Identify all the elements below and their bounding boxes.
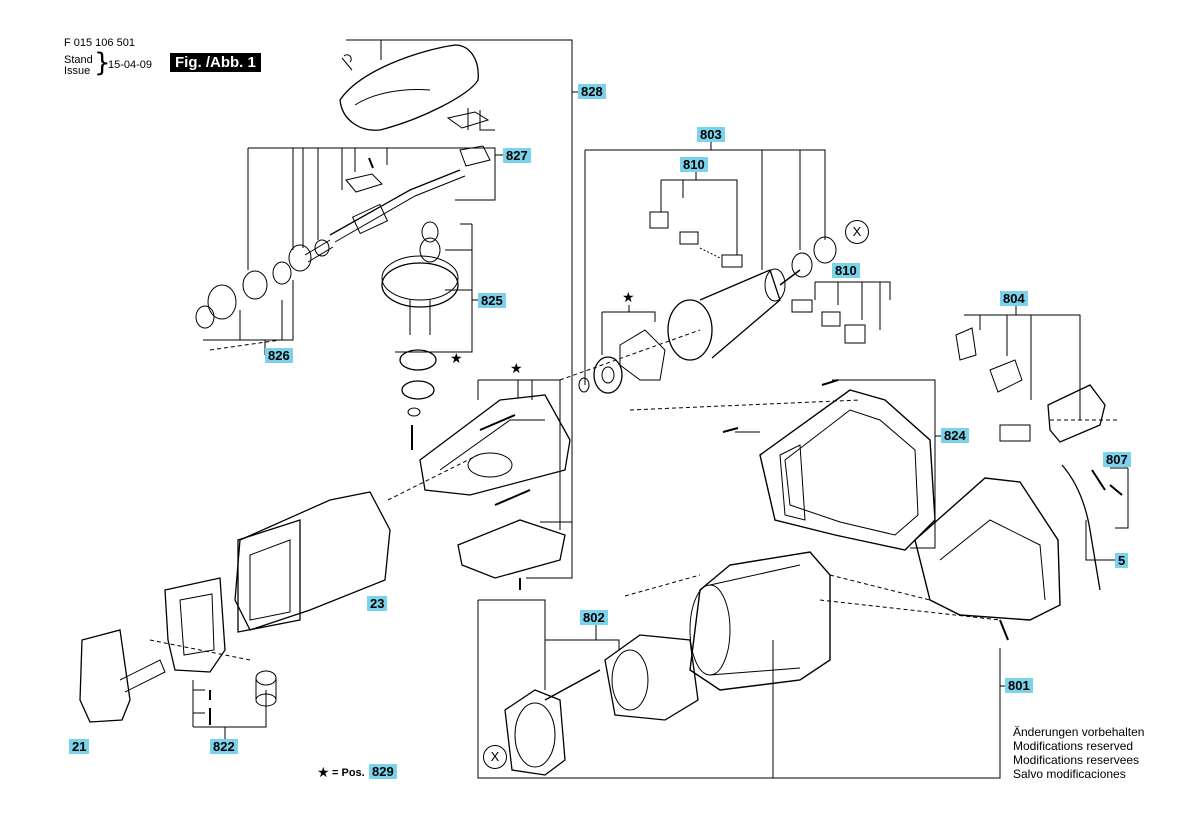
callout-810-upper: 810 (680, 157, 708, 172)
callout-5: 5 (1115, 553, 1129, 568)
legend-text: = Pos. (332, 767, 365, 779)
callout-23: 23 (367, 596, 388, 611)
issue-date: 15-04-09 (108, 59, 153, 71)
callout-825: 825 (478, 293, 506, 308)
callout-828: 828 (578, 84, 606, 99)
callout-21: 21 (69, 739, 90, 754)
callout-803: 803 (697, 127, 725, 142)
star-marker-bearing: ★ (450, 351, 463, 367)
callout-810-lower: 810 (832, 263, 860, 278)
x-marker-upper: X (845, 220, 869, 244)
legend-ref-829: 829 (369, 764, 397, 779)
callout-822: 822 (210, 739, 238, 754)
note-de: Änderungen vorbehalten (1013, 725, 1145, 739)
callout-824: 824 (941, 428, 969, 443)
note-fr: Modifications reservees (1013, 753, 1140, 767)
star-marker-housing: ★ (510, 361, 523, 377)
issue-label: Issue (64, 65, 91, 77)
legend-star: ★ (317, 765, 330, 781)
callout-801: 801 (1005, 678, 1033, 693)
note-en: Modifications reserved (1013, 739, 1134, 753)
callout-807: 807 (1103, 452, 1131, 467)
callout-826: 826 (265, 348, 293, 363)
note-es: Salvo modificaciones (1013, 767, 1126, 781)
callout-804: 804 (1000, 291, 1028, 306)
figure-tag: Fig. /Abb. 1 (170, 53, 261, 72)
document-number: F 015 106 501 (64, 37, 135, 49)
star-marker-motor: ★ (622, 290, 635, 306)
x-marker-lower: X (483, 745, 507, 769)
brace-symbol: } (94, 48, 111, 78)
stand-label: Stand (64, 54, 93, 66)
callout-802: 802 (580, 610, 608, 625)
callout-827: 827 (503, 148, 531, 163)
